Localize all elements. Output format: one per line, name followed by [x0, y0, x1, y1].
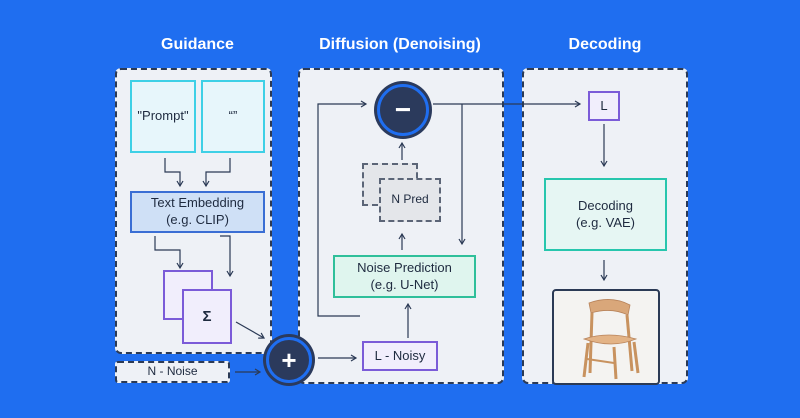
l-noisy-box: L - Noisy	[362, 341, 438, 371]
latent-l-box: L	[588, 91, 620, 121]
diffusion-title: Diffusion (Denoising)	[319, 36, 481, 53]
guidance-title: Guidance	[161, 36, 234, 53]
n-pred-box: N Pred	[379, 178, 441, 222]
text-embedding-box: Text Embedding (e.g. CLIP)	[130, 191, 265, 233]
noise-input-box: N - Noise	[115, 361, 230, 383]
subtract-circle-icon: −	[377, 84, 429, 136]
decoder-box: Decoding (e.g. VAE)	[544, 178, 667, 251]
diffusion-panel	[298, 68, 504, 384]
chair-icon	[582, 299, 640, 380]
prompt-box: "Prompt"	[130, 80, 196, 153]
noise-prediction-box: Noise Prediction (e.g. U-Net)	[333, 255, 476, 298]
output-image	[552, 289, 660, 385]
embedding-card-sigma: Σ	[182, 289, 232, 344]
add-circle-icon: +	[266, 337, 312, 383]
empty-prompt-box: “”	[201, 80, 265, 153]
decoding-title: Decoding	[568, 36, 642, 53]
